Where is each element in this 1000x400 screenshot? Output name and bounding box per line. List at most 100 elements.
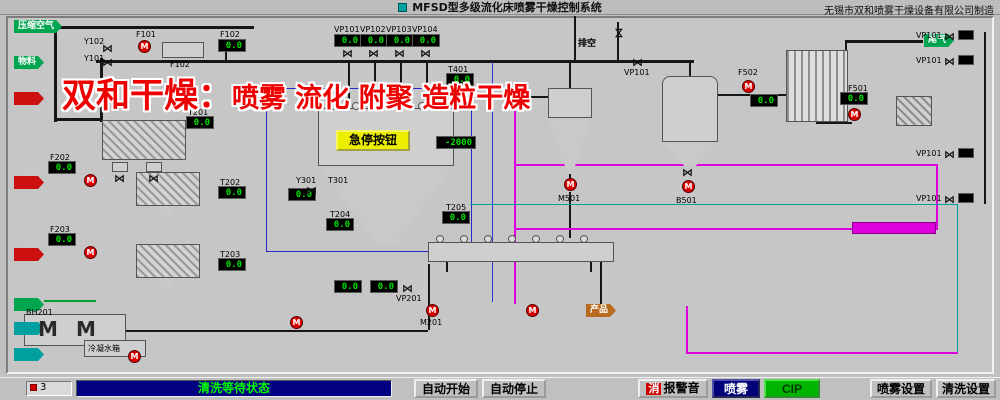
valve-icon[interactable]: ⋈	[612, 27, 626, 39]
pump-tag: F101	[136, 30, 156, 39]
valve-icon[interactable]: ⋈	[114, 172, 125, 185]
pipe	[428, 264, 430, 330]
pump-icon[interactable]: M	[848, 108, 861, 121]
filter-outlet	[112, 162, 128, 172]
emergency-stop-button[interactable]: 急停按钮	[336, 130, 410, 151]
pipe	[600, 262, 602, 304]
cip-pipe	[514, 164, 938, 166]
value-display: 0.0	[412, 34, 440, 47]
auto-start-button[interactable]: 自动开始	[414, 379, 478, 398]
dryer-zone-outline	[266, 88, 472, 252]
valve-icon[interactable]: ⋈	[342, 47, 353, 60]
pump-icon[interactable]: M	[526, 304, 539, 317]
pipe	[574, 16, 576, 60]
vent-label: 排空	[578, 39, 597, 49]
display-tag: T301	[328, 176, 349, 185]
valve-icon[interactable]: ⋈	[944, 148, 955, 161]
valve-icon[interactable]: ⋈	[306, 184, 317, 197]
value-display: 0.0	[446, 73, 474, 86]
cip-pipe	[514, 92, 516, 304]
valve-icon[interactable]: ⋈	[394, 47, 405, 60]
valve-icon[interactable]: ⋈	[944, 55, 955, 68]
pump-tag: F501	[848, 84, 868, 93]
value-display: 0.0	[186, 116, 214, 129]
pipe	[454, 96, 548, 98]
value-display	[958, 30, 974, 40]
cip-button[interactable]: CIP	[764, 379, 820, 398]
valve-tag: VP103	[386, 25, 412, 34]
pipe	[54, 118, 102, 121]
nozzle	[556, 235, 564, 243]
valve-icon[interactable]: ⋈	[148, 172, 159, 185]
valve-tag: VP101	[334, 25, 360, 34]
pump-icon[interactable]: M	[742, 80, 755, 93]
heat-exchanger	[786, 50, 848, 122]
valve-tag: VP104	[412, 25, 438, 34]
pump-icon[interactable]: M	[426, 304, 439, 317]
valve-icon[interactable]: ⋈	[944, 193, 955, 206]
valve-icon[interactable]: ⋈	[102, 56, 113, 69]
motor-icon: M	[76, 317, 96, 341]
pump-icon[interactable]: M	[128, 350, 141, 363]
pipe	[569, 192, 571, 238]
valve-tag: VP101	[916, 31, 942, 40]
pump-icon[interactable]: M	[564, 178, 577, 191]
pipe	[617, 22, 619, 60]
mute-alarm-button[interactable]: 消报警音	[638, 379, 708, 398]
valve-icon[interactable]: ⋈	[944, 30, 955, 43]
alarm-indicator-icon	[30, 383, 37, 391]
clean-settings-button[interactable]: 清洗设置	[936, 379, 996, 398]
value-display: 0.0	[840, 92, 868, 105]
pump-icon[interactable]: M	[682, 180, 695, 193]
pipe	[348, 62, 350, 108]
fluid-bed	[428, 242, 614, 262]
flow-arrow-red-3	[14, 248, 44, 261]
nozzle	[352, 102, 360, 110]
valve-icon[interactable]: ⋈	[402, 282, 413, 295]
page-title: MFSD型多级流化床喷雾干燥控制系统	[412, 1, 602, 14]
valve-icon[interactable]: ⋈	[368, 47, 379, 60]
value-display: 0.0	[218, 39, 246, 52]
display-tag: T201	[188, 108, 209, 117]
pipe	[845, 40, 923, 43]
valve-tag: Y301	[296, 176, 317, 185]
flow-arrow-product: 产品	[586, 304, 616, 317]
value-display: -2000	[436, 136, 476, 149]
valve-tag: Y102	[84, 37, 105, 46]
value-display: 0.0	[218, 258, 246, 271]
pipe	[44, 300, 96, 302]
valve-icon[interactable]: ⋈	[420, 47, 431, 60]
watermark-brand: 双和干燥：	[62, 76, 232, 116]
valve-icon[interactable]: ⋈	[682, 166, 693, 179]
bag-filter	[102, 120, 186, 160]
pump-icon[interactable]: M	[290, 316, 303, 329]
pipe	[54, 26, 254, 29]
flow-arrow-red-2	[14, 176, 44, 189]
pipe	[100, 58, 103, 122]
nozzle	[484, 235, 492, 243]
spray-mode-button[interactable]: 喷雾	[712, 379, 760, 398]
value-display	[958, 148, 974, 158]
valve-tag: VP101	[916, 56, 942, 65]
value-display: 0.0	[288, 188, 316, 201]
display-tag: F102	[220, 30, 240, 39]
pump-tag: F502	[738, 68, 758, 77]
auto-stop-button[interactable]: 自动停止	[482, 379, 546, 398]
cyclone-body	[548, 88, 592, 118]
value-display: 0.0	[48, 233, 76, 246]
nozzle	[460, 235, 468, 243]
nozzle	[436, 235, 444, 243]
display-tag: T202	[220, 178, 241, 187]
display-tag: F202	[50, 153, 70, 162]
spray-settings-button[interactable]: 喷雾设置	[870, 379, 932, 398]
pump-icon[interactable]: M	[84, 174, 97, 187]
value-display	[958, 55, 974, 65]
cip-pipe	[686, 306, 688, 354]
valve-icon[interactable]: ⋈	[632, 56, 643, 69]
nozzle	[330, 102, 338, 110]
pump-icon[interactable]: M	[84, 246, 97, 259]
nozzle	[532, 235, 540, 243]
pipe	[845, 40, 847, 52]
pump-icon[interactable]: M	[138, 40, 151, 53]
valve-icon[interactable]: ⋈	[102, 42, 113, 55]
